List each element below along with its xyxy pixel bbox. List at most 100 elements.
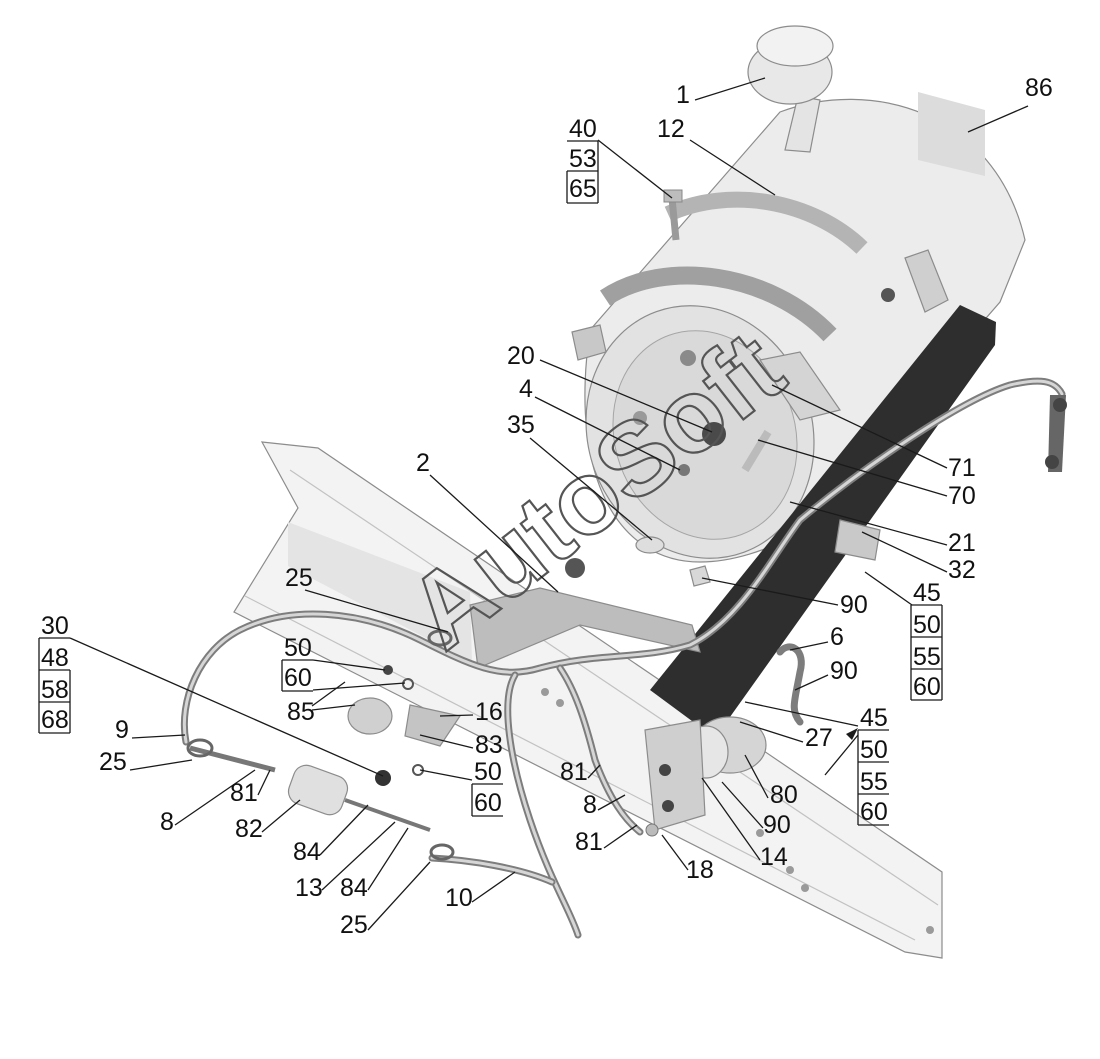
- leader-line: [529, 437, 653, 541]
- callout-part-90-b: 90: [830, 657, 858, 685]
- lower-tank-bracket: [834, 519, 881, 561]
- callout-part-84-b: 84: [340, 874, 368, 902]
- group-label: 48: [41, 644, 69, 672]
- leader-line: [69, 637, 384, 777]
- strap-nut: [881, 288, 895, 302]
- leader-line: [597, 794, 626, 811]
- callout-part-90-c: 90: [763, 811, 791, 839]
- mounting-plate: [650, 305, 996, 738]
- leader-line: [661, 834, 689, 871]
- leader-line: [419, 769, 473, 781]
- tank-fitting: [678, 464, 690, 476]
- leader-line: [603, 824, 638, 849]
- callout-part-1: 1: [676, 81, 690, 109]
- leader-line: [861, 531, 948, 573]
- callout-part-90-a: 90: [840, 591, 868, 619]
- callout-group-40-53-65: 40 53 65: [566, 115, 599, 204]
- leader-line: [367, 827, 409, 891]
- frame-rail-web-panel: [288, 522, 472, 662]
- leader-line: [257, 769, 271, 796]
- group-label: 45: [860, 704, 888, 732]
- callout-part-13: 13: [295, 874, 323, 902]
- fuel-filter: [287, 764, 349, 816]
- frame-rail-lower-edge: [244, 595, 916, 941]
- valve-bracket-bolt: [659, 764, 671, 776]
- callout-part-81-c: 81: [575, 828, 603, 856]
- strap-tie-bolt: [741, 429, 772, 473]
- leader-line: [319, 804, 369, 856]
- group-label: 50: [284, 634, 312, 662]
- leader-line: [789, 501, 948, 546]
- valve-bracket-bolt: [662, 800, 674, 812]
- leader-line: [539, 359, 713, 433]
- callout-part-71: 71: [948, 454, 976, 482]
- callout-part-9: 9: [115, 716, 129, 744]
- sender-fitting-nut: [1045, 455, 1059, 469]
- fuel-line-feed: [558, 666, 642, 834]
- filter-clamp: [347, 697, 393, 735]
- group-label: 65: [569, 175, 597, 203]
- leader-line: [757, 439, 948, 497]
- leader-line: [744, 754, 769, 799]
- leader-line: [824, 734, 859, 776]
- bolt-30: [375, 770, 391, 786]
- tank-drain-port: [702, 422, 726, 446]
- leader-line: [864, 571, 913, 606]
- callout-group-45-50-55-60-lower: 45 50 55 60: [857, 704, 889, 826]
- fuel-tank: [571, 25, 1026, 563]
- leader-line: [587, 764, 601, 779]
- tank-fitting: [680, 350, 696, 366]
- leader-arrowhead: [846, 728, 858, 740]
- leader-line: [967, 105, 1029, 133]
- fuel-lines: [180, 377, 1066, 939]
- callouts: 1 86 12 20 4 35 2 71 70 21 32 25 90 6 90…: [99, 74, 1053, 939]
- callout-part-84-a: 84: [293, 838, 321, 866]
- washer-60: [402, 678, 414, 690]
- sender-fitting: [1048, 395, 1066, 472]
- frame-hole: [786, 866, 794, 874]
- callout-part-12: 12: [657, 115, 685, 143]
- frame-hole: [756, 829, 764, 837]
- callout-group-45-50-55-60-upper: 45 50 55 60: [910, 579, 943, 701]
- group-label: 68: [41, 706, 69, 734]
- leader-line: [312, 659, 386, 671]
- leader-line: [471, 871, 516, 903]
- callout-part-32: 32: [948, 556, 976, 584]
- leader-line: [739, 721, 804, 743]
- leader-line: [311, 681, 346, 707]
- group-label: 60: [284, 664, 312, 692]
- group-label: 60: [474, 789, 502, 817]
- leader-line: [129, 759, 193, 771]
- leader-line: [174, 769, 256, 826]
- leader-line: [304, 589, 449, 633]
- strap-bracket-right: [904, 249, 949, 313]
- callout-part-10: 10: [445, 884, 473, 912]
- callout-part-14: 14: [760, 843, 788, 871]
- tank-strap-front: [600, 266, 837, 342]
- group-label: 55: [913, 643, 941, 671]
- callout-part-25-b: 25: [99, 748, 127, 776]
- leader-line: [312, 682, 406, 691]
- group-label: 60: [913, 673, 941, 701]
- tank-valve: [635, 536, 665, 554]
- callout-part-25-c: 25: [340, 911, 368, 939]
- callout-part-6: 6: [830, 623, 844, 651]
- frame-hole: [926, 926, 934, 934]
- leader-line: [694, 77, 766, 101]
- callout-group-50-60-left: 50 60: [281, 634, 313, 692]
- callout-part-21: 21: [948, 529, 976, 557]
- callout-part-4: 4: [519, 375, 533, 403]
- group-label: 50: [913, 611, 941, 639]
- leader-line: [131, 734, 186, 739]
- callout-part-80: 80: [770, 781, 798, 809]
- callout-part-8-a: 8: [160, 808, 174, 836]
- callout-part-70: 70: [948, 482, 976, 510]
- callout-part-25-a: 25: [285, 564, 313, 592]
- group-label: 55: [860, 768, 888, 796]
- leader-line: [597, 139, 673, 199]
- leader-line: [789, 641, 829, 651]
- filler-neck: [784, 95, 821, 153]
- tank-mount-left: [571, 324, 607, 361]
- hose-clamp: [427, 629, 453, 647]
